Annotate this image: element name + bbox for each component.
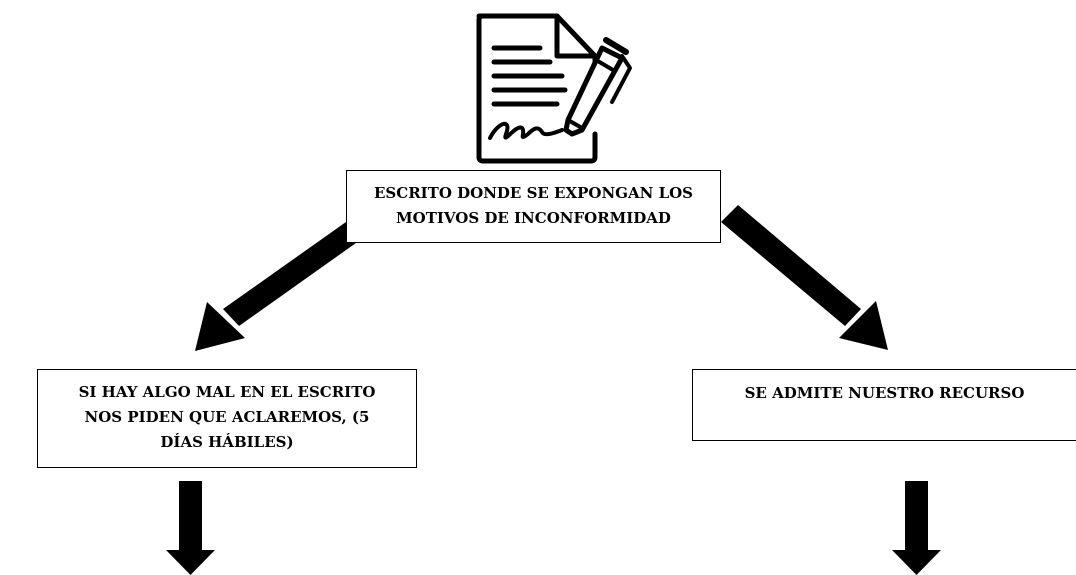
node-admision-line-1: SE ADMITE NUESTRO RECURSO bbox=[744, 384, 1025, 402]
node-escrito-line-1: ESCRITO DONDE SE EXPONGAN LOS bbox=[373, 184, 694, 202]
node-aclaracion-line-3: DÍAS HÁBILES) bbox=[160, 433, 294, 451]
document-signature-icon bbox=[476, 13, 632, 164]
arrow-left-down bbox=[166, 481, 215, 575]
node-admision: SE ADMITE NUESTRO RECURSO bbox=[692, 369, 1076, 441]
node-aclaracion-line-2: NOS PIDEN QUE ACLAREMOS, (5 bbox=[84, 408, 370, 426]
node-escrito-line-2: MOTIVOS DE INCONFORMIDAD bbox=[396, 209, 671, 227]
arrow-right-branch bbox=[721, 205, 888, 350]
node-aclaracion-line-1: SI HAY ALGO MAL EN EL ESCRITO bbox=[78, 383, 376, 401]
node-escrito: ESCRITO DONDE SE EXPONGAN LOS MOTIVOS DE… bbox=[346, 170, 721, 243]
node-aclaracion: SI HAY ALGO MAL EN EL ESCRITO NOS PIDEN … bbox=[37, 369, 417, 468]
arrow-left-branch bbox=[195, 222, 363, 351]
arrow-right-down bbox=[892, 481, 941, 575]
